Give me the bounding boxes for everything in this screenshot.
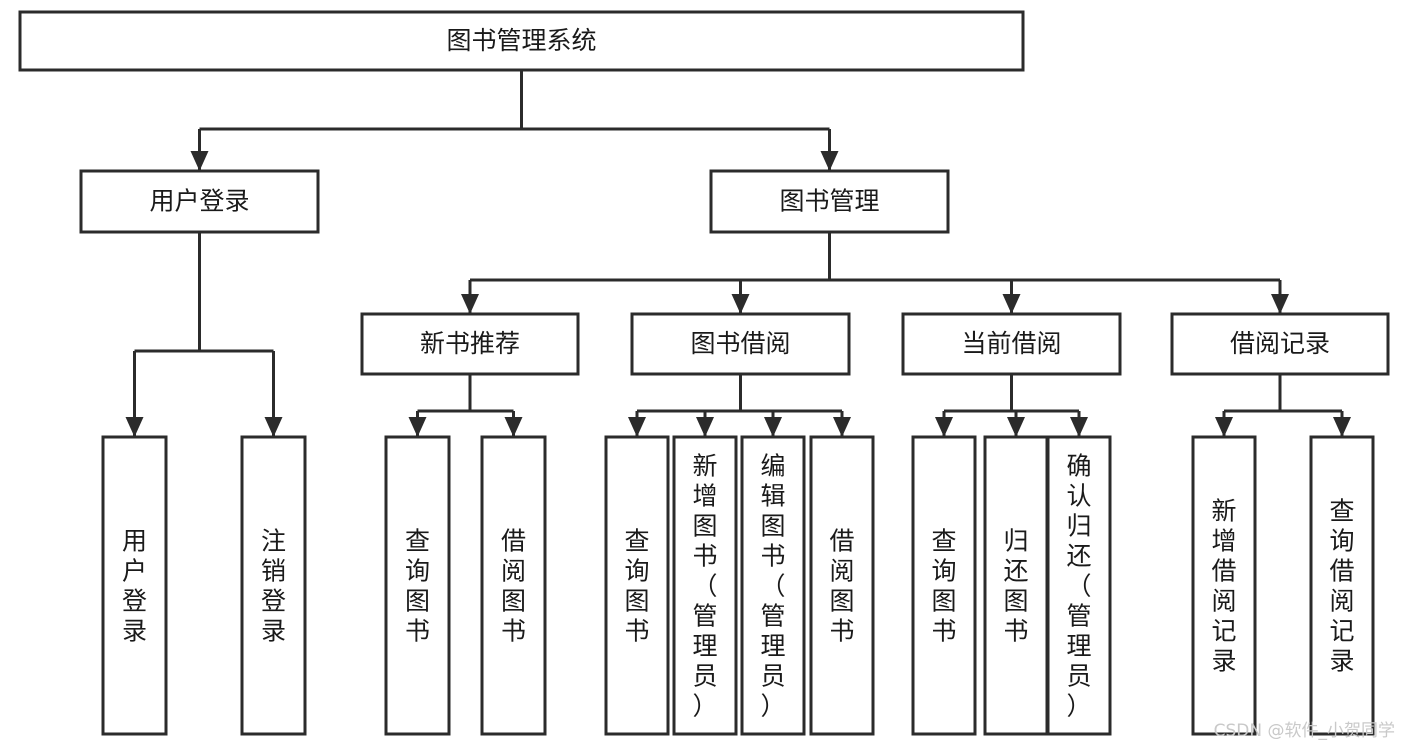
node-box [1170,312,1390,376]
node-box [1191,435,1257,736]
node-leaf-leaf-query-book-borrow[interactable]: 查询图书 [604,435,670,736]
node-label: 图书管理 [779,187,879,216]
node-box [79,169,320,234]
connector-layer [125,70,1351,437]
node-leaf-leaf-add-book[interactable]: 新增图书（管理员） [672,435,738,736]
node-box [604,435,670,736]
node-level3-new-book-recommend[interactable]: 新书推荐 [360,312,580,376]
node-layer: 图书管理系统用户登录图书管理新书推荐图书借阅当前借阅借阅记录用户登录注销登录查询… [18,10,1390,736]
node-leaf-leaf-query-borrow-record[interactable]: 查询借阅记录 [1309,435,1375,736]
node-label: 用户登录 [149,187,249,216]
node-level3-book-borrow[interactable]: 图书借阅 [630,312,851,376]
node-level2-user-login[interactable]: 用户登录 [79,169,320,234]
node-leaf-leaf-borrow-book[interactable]: 借阅图书 [809,435,875,736]
node-box [1046,435,1112,736]
node-label: 借阅图书 [501,527,526,646]
node-box [630,312,851,376]
node-label: 归还图书 [1003,527,1028,646]
arrow-head-icon [408,417,427,437]
node-label: 确认归还（管理员） [1066,452,1091,721]
node-leaf-leaf-query-book-recommend[interactable]: 查询图书 [384,435,451,736]
node-label: 注销登录 [261,527,286,646]
arrow-head-icon [1002,294,1021,314]
node-box [240,435,307,736]
node-box [983,435,1049,736]
node-leaf-leaf-return-book[interactable]: 归还图书 [983,435,1049,736]
node-label: 查询借阅记录 [1329,497,1354,676]
arrow-head-icon [1007,417,1025,437]
node-leaf-leaf-logout[interactable]: 注销登录 [240,435,307,736]
node-label: 新增图书（管理员） [692,452,717,721]
arrow-head-icon [1070,417,1088,437]
arrow-head-icon [125,417,144,437]
node-box [809,435,875,736]
arrow-head-icon [264,417,283,437]
node-box [709,169,950,234]
arrow-head-icon [820,151,839,171]
node-label: 查询图书 [405,527,430,646]
node-leaf-leaf-confirm-return[interactable]: 确认归还（管理员） [1046,435,1112,736]
node-label: 查询图书 [931,527,956,646]
arrow-head-icon [628,417,646,437]
node-box [740,435,806,736]
arrow-head-icon [190,151,209,171]
node-box [18,10,1025,72]
arrow-head-icon [1215,417,1233,437]
node-leaf-leaf-user-login[interactable]: 用户登录 [101,435,168,736]
node-level3-borrow-record[interactable]: 借阅记录 [1170,312,1390,376]
arrow-head-icon [1333,417,1351,437]
arrow-head-icon [833,417,851,437]
node-label: 用户登录 [122,527,147,646]
node-label: 新书推荐 [420,329,520,358]
node-label: 借阅记录 [1230,329,1330,358]
node-label: 图书借阅 [690,329,790,358]
arrow-head-icon [1271,294,1289,314]
node-label: 新增借阅记录 [1211,497,1236,676]
arrow-head-icon [696,417,714,437]
node-label: 查询图书 [624,527,649,646]
node-box [480,435,547,736]
node-level3-current-borrow[interactable]: 当前借阅 [901,312,1122,376]
node-leaf-leaf-query-book-current[interactable]: 查询图书 [911,435,977,736]
node-box [901,312,1122,376]
node-box [360,312,580,376]
node-label: 图书管理系统 [446,26,596,55]
node-label: 编辑图书（管理员） [760,452,785,721]
node-box [1309,435,1375,736]
node-box [101,435,168,736]
node-level2-book-management[interactable]: 图书管理 [709,169,950,234]
node-label: 借阅图书 [829,527,854,646]
node-box [672,435,738,736]
node-leaf-leaf-edit-book[interactable]: 编辑图书（管理员） [740,435,806,736]
node-leaf-leaf-add-borrow-record[interactable]: 新增借阅记录 [1191,435,1257,736]
node-box [911,435,977,736]
node-label: 当前借阅 [961,329,1061,358]
arrow-head-icon [935,417,953,437]
arrow-head-icon [504,417,523,437]
arrow-head-icon [731,294,750,314]
arrow-head-icon [764,417,782,437]
node-root-system[interactable]: 图书管理系统 [18,10,1025,72]
node-leaf-leaf-borrow-book-recommend[interactable]: 借阅图书 [480,435,547,736]
node-box [384,435,451,736]
arrow-head-icon [461,294,479,314]
